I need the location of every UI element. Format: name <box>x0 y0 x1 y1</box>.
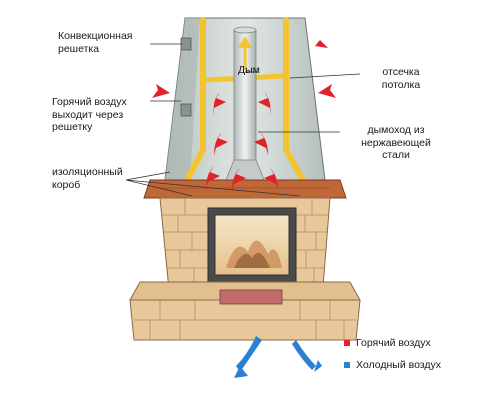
label-stainless-chimney: дымоход из нержавеющей стали <box>361 124 431 161</box>
cold-air-arrow <box>292 340 316 370</box>
label-smoke: Дым <box>238 64 260 76</box>
hot-air-arrow <box>214 132 228 155</box>
legend-hot-air: Горячий воздух <box>344 337 431 349</box>
hot-air-arrow <box>254 132 268 155</box>
hearth <box>129 281 361 341</box>
hot-air-arrow <box>213 92 226 115</box>
cold-air-arrows <box>234 336 322 378</box>
cold-air-arrow <box>236 336 262 372</box>
hot-air-swatch <box>344 340 350 346</box>
label-hot-air-out: Горячий воздух выходит через решетку <box>52 96 127 133</box>
convection-grille <box>180 37 192 117</box>
hot-air-arrow <box>258 92 271 115</box>
hot-air-arrow <box>152 84 170 98</box>
legend-hot-air-label: Горячий воздух <box>356 337 431 349</box>
legend-cold-air: Холодный воздух <box>344 359 441 371</box>
hot-air-arrow <box>206 166 220 188</box>
hot-air-arrow <box>318 84 336 98</box>
cold-air-swatch <box>344 362 350 368</box>
hot-air-arrows <box>152 40 336 190</box>
hot-air-arrow <box>264 168 278 190</box>
label-ceiling-cutoff: отсечка потолка <box>381 66 421 91</box>
firebox <box>207 207 297 283</box>
hot-air-arrow <box>232 168 246 190</box>
hot-air-arrow <box>315 40 328 48</box>
cold-air-arrow <box>234 366 248 378</box>
cold-air-arrow <box>314 360 322 372</box>
label-convection-grille: Конвекционная решетка <box>58 30 133 55</box>
mantel-beam <box>143 179 347 199</box>
label-insulation-box: изоляционный короб <box>52 166 123 191</box>
leader-lines <box>125 43 361 197</box>
smoke-arrow <box>238 36 252 70</box>
legend-cold-air-label: Холодный воздух <box>356 359 441 371</box>
